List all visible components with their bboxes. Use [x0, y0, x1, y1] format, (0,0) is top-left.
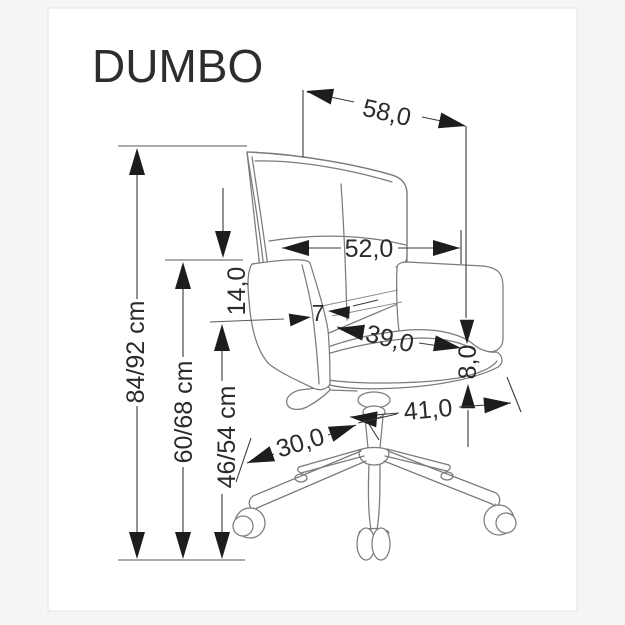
dim-seat-height-label: 46/54 cm [213, 386, 241, 489]
dim-top-width: 58,0 [302, 83, 469, 447]
dim-armrest-thickness: 7 [288, 289, 403, 327]
dim-total-height-label: 84/92 cm [122, 301, 150, 404]
dim-cushion-thickness-label: 8,0 [454, 345, 482, 380]
dim-backrest-width: 52,0 [282, 230, 462, 264]
dim-seat-to-armrest: 14,0 [215, 188, 251, 315]
chair-lift-lever [285, 386, 358, 411]
chair-casters [232, 503, 517, 561]
chair-base-star [248, 448, 501, 531]
dim-seat-width: 41,0 [349, 376, 522, 441]
dim-backrest-width-label: 52,0 [345, 235, 394, 263]
dim-seat-height: 46/54 cm [213, 324, 241, 559]
dim-back-height: 60/68 cm [170, 262, 198, 559]
dim-total-height: 84/92 cm [122, 148, 150, 559]
reference-lines [118, 145, 285, 561]
dim-cushion-thickness: 8,0 [454, 319, 482, 409]
dim-armrest-thickness-label: 7 [312, 300, 325, 326]
dim-seat-to-armrest-label: 14,0 [223, 267, 251, 316]
dim-back-height-label: 60/68 cm [170, 361, 198, 464]
dim-seat-width-label: 41,0 [403, 394, 454, 426]
chair-armrest-left [247, 259, 331, 391]
product-title: DUMBO [92, 40, 263, 92]
chair-line-drawing [232, 151, 517, 561]
